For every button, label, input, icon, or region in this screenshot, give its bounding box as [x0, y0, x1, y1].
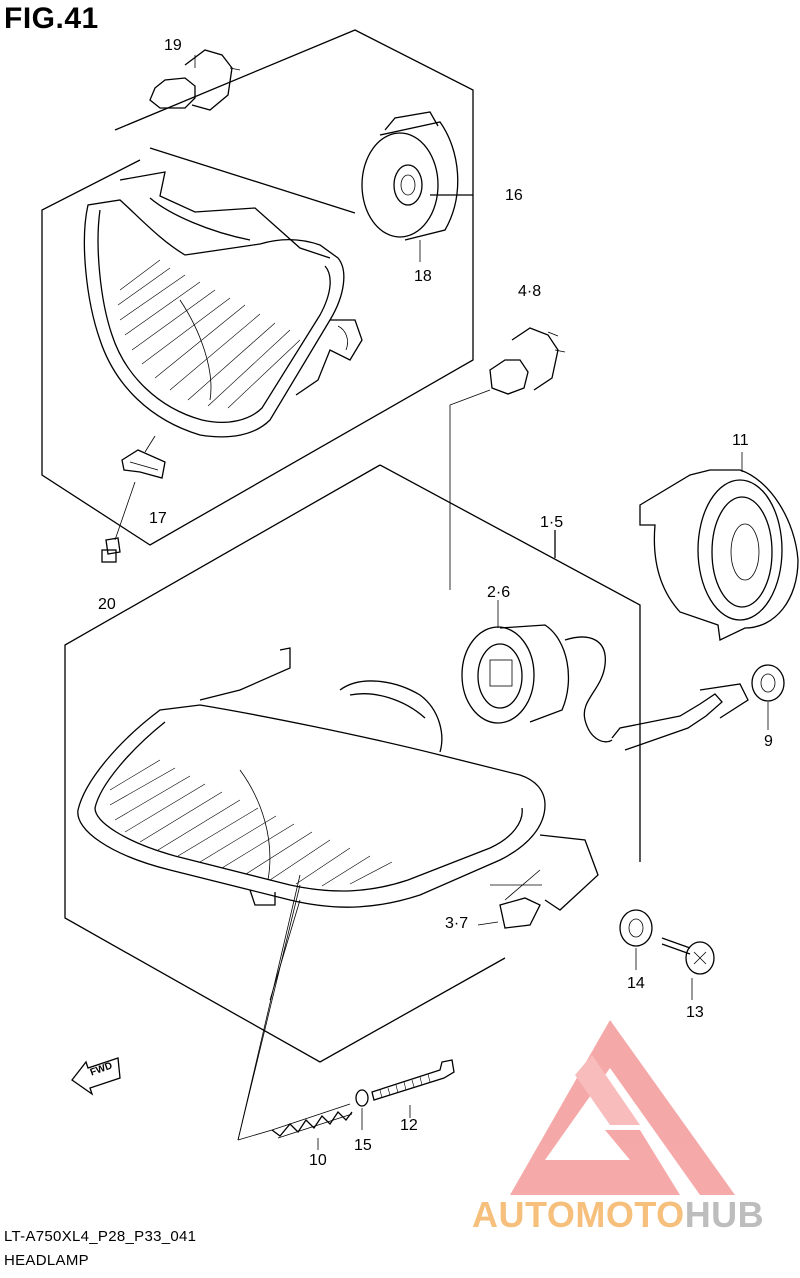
part-13-bolt [661, 937, 715, 1000]
part-10-spring [271, 1103, 353, 1150]
callout-18: 18 [414, 268, 432, 285]
part-15-washer [355, 1089, 369, 1130]
callout-12: 12 [400, 1117, 418, 1134]
callout-11: 11 [732, 432, 749, 449]
part-16-bulb-cover [361, 111, 459, 262]
upper-assembly-outline [41, 29, 474, 546]
watermark-auto: AUTO [472, 1194, 576, 1235]
callout-14: 14 [627, 975, 645, 992]
watermark-hub: HUB [684, 1194, 765, 1235]
upper-headlamp-housing [83, 171, 363, 438]
part-17-clip [121, 435, 166, 479]
part-9-grommet [751, 664, 785, 730]
callout-2-6: 2·6 [487, 584, 511, 601]
part-19-bulb [149, 49, 241, 111]
watermark-logo [510, 1020, 735, 1195]
footer-code: LT-A750XL4_P28_P33_041 [4, 1228, 197, 1245]
lower-assembly-outline [64, 464, 641, 1063]
footer-name: HEADLAMP [4, 1252, 89, 1269]
part-11-dust-cover [639, 452, 799, 641]
part-3-7-clip [477, 897, 541, 929]
callout-3-7: 3·7 [445, 915, 469, 932]
watermark-moto: MOTO [575, 1194, 685, 1235]
figure-title: FIG.41 [4, 2, 99, 35]
watermark-text: AUTOMOTOHUB [472, 1194, 764, 1236]
callout-17: 17 [149, 510, 167, 527]
callout-9: 9 [764, 733, 773, 750]
callout-13: 13 [686, 1004, 704, 1021]
callout-4-8: 4·8 [518, 283, 542, 300]
lower-headlamp-housing [77, 647, 599, 1141]
part-4-8-bulb [449, 327, 566, 590]
callout-16: 16 [505, 187, 523, 204]
leader-lines [237, 869, 542, 1141]
part-20-screw [101, 481, 136, 563]
part-14-grommet [619, 909, 653, 970]
fwd-arrow [71, 1057, 121, 1096]
part-2-6-socket [461, 600, 749, 751]
part-12-bolt [371, 1059, 455, 1118]
callout-15: 15 [354, 1137, 372, 1154]
callout-1-5: 1·5 [540, 514, 564, 531]
callout-10: 10 [309, 1152, 327, 1169]
callout-19: 19 [164, 37, 182, 54]
callout-20: 20 [98, 596, 116, 613]
